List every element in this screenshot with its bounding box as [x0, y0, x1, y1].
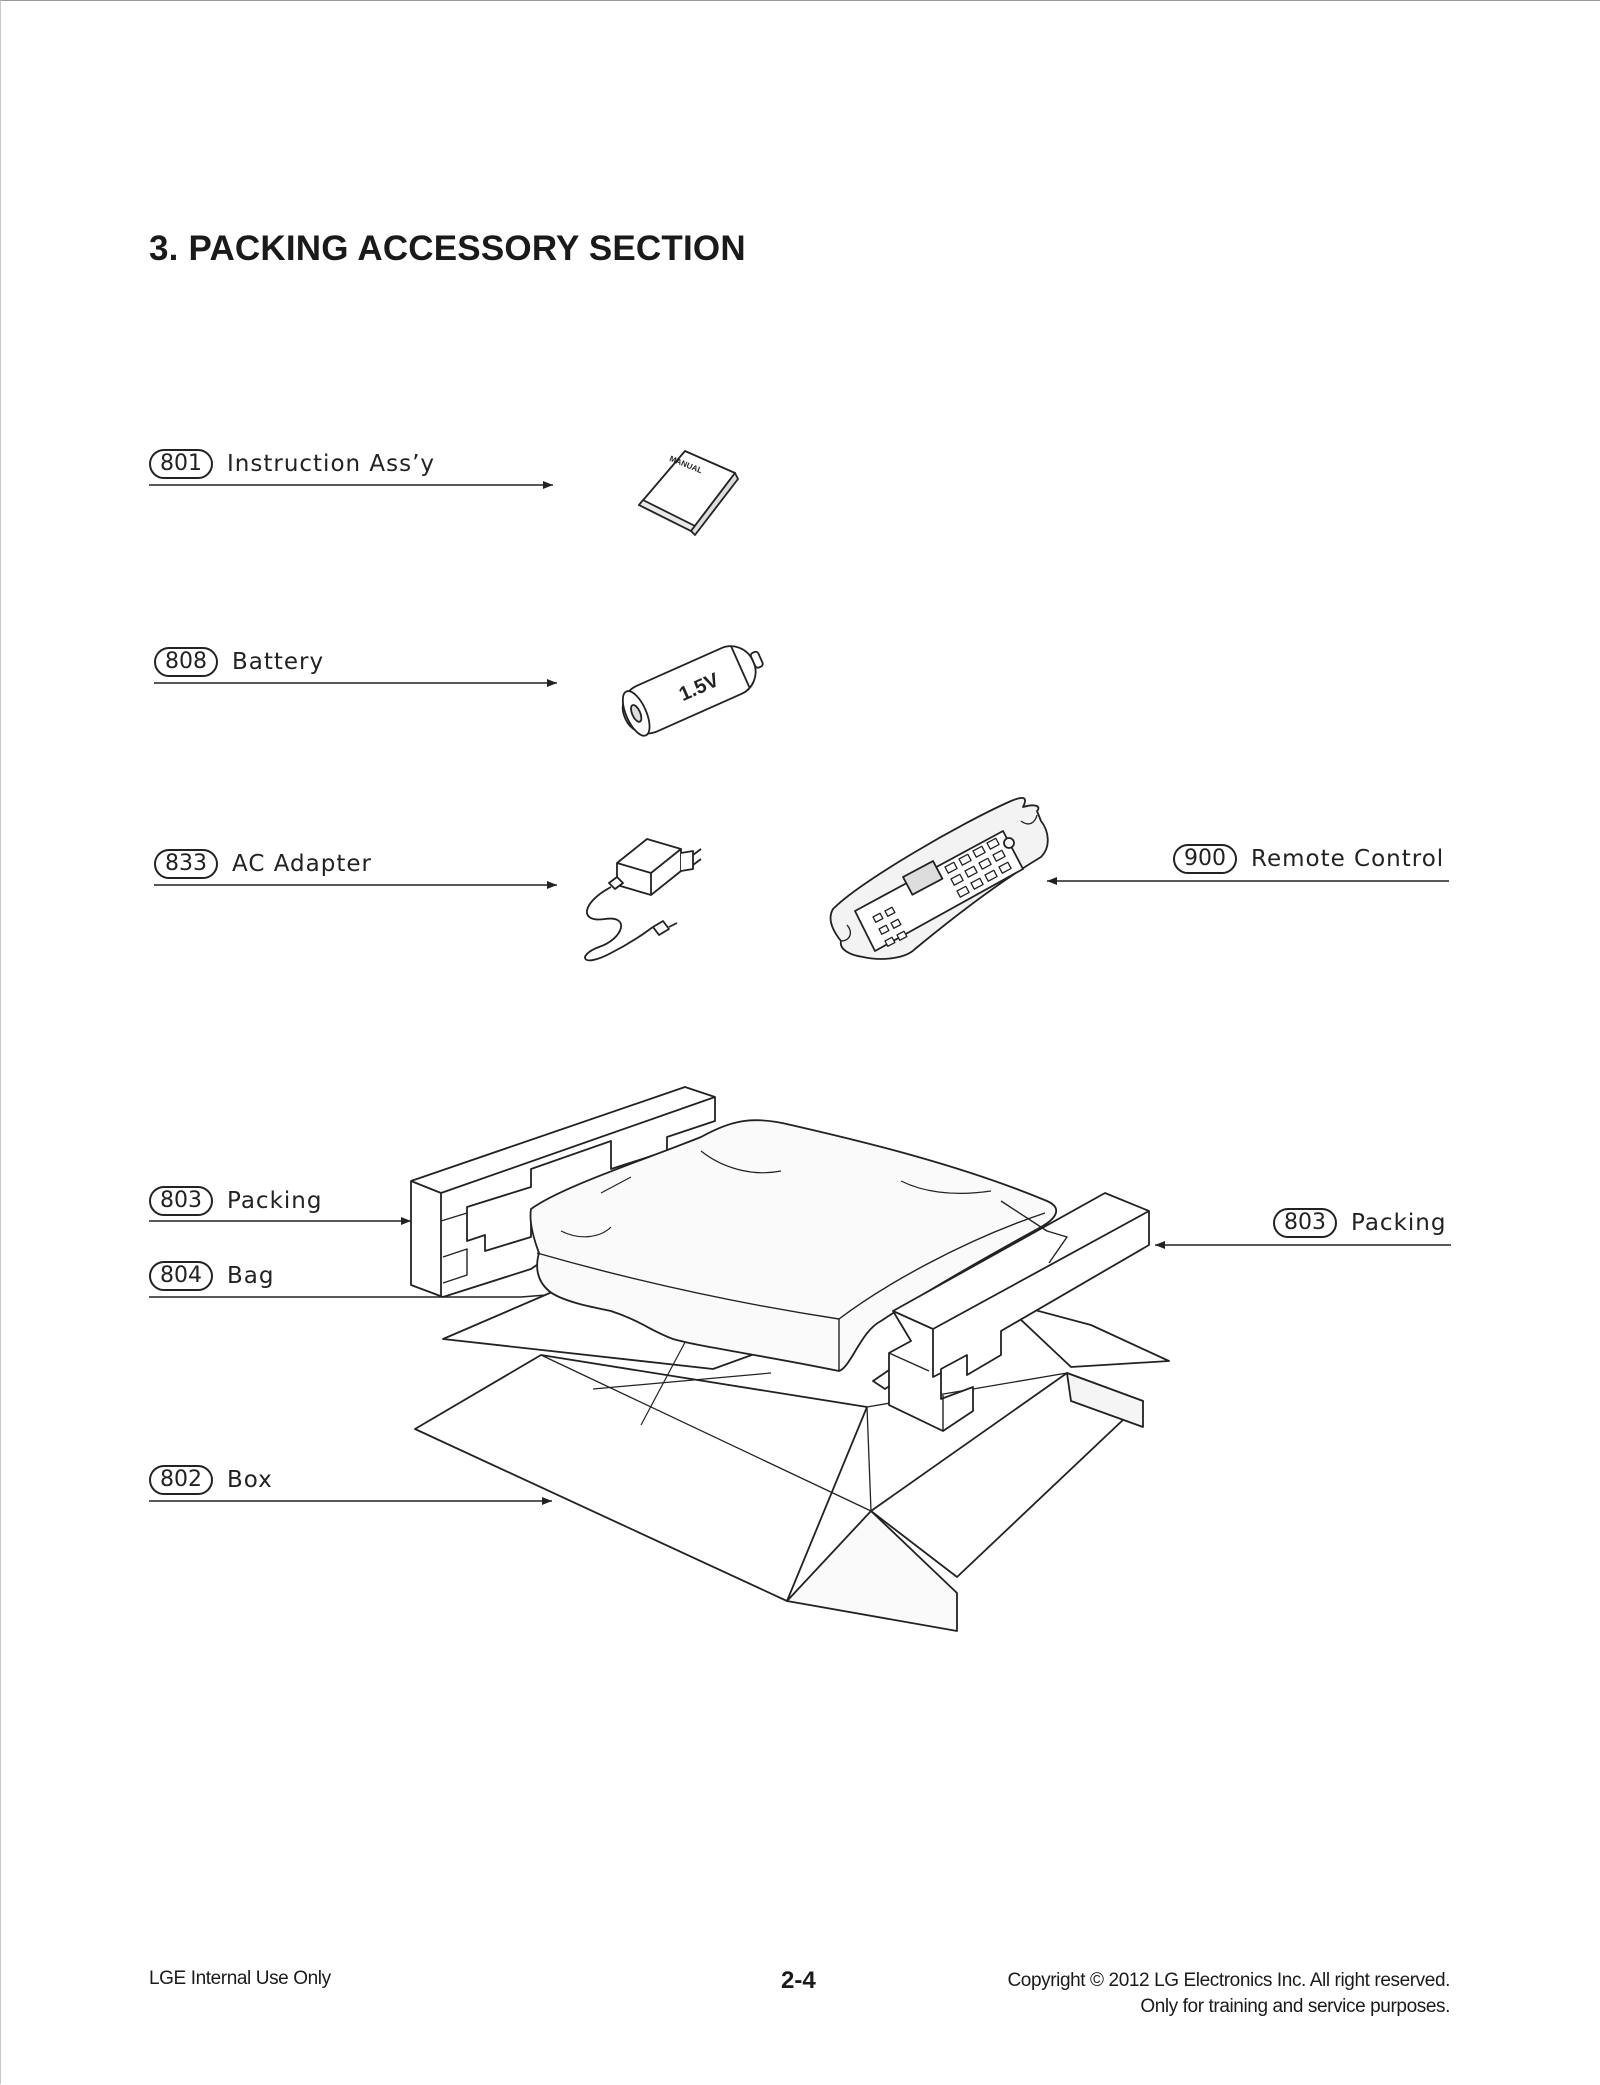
part-number-900: 900 — [1173, 844, 1237, 874]
part-number-802: 802 — [149, 1465, 213, 1495]
part-number-803-right: 803 — [1273, 1208, 1337, 1238]
battery-icon: 1.5V — [621, 645, 764, 737]
part-label-box: Box — [227, 1467, 273, 1493]
footer-page-number: 2-4 — [781, 1967, 816, 1994]
part-number-803-left: 803 — [149, 1186, 213, 1216]
part-label-instruction: Instruction Ass’y — [227, 451, 436, 477]
part-label-packing-left: Packing — [227, 1188, 323, 1214]
footer-copyright-line1: Copyright © 2012 LG Electronics Inc. All… — [1007, 1970, 1450, 1991]
part-label-packing-right: Packing — [1351, 1210, 1447, 1236]
part-label-battery: Battery — [232, 649, 325, 675]
part-number-804: 804 — [149, 1261, 213, 1291]
part-number-808: 808 — [154, 647, 218, 677]
footer-copyright: Copyright © 2012 LG Electronics Inc. All… — [1007, 1968, 1450, 2020]
ac-adapter-icon — [584, 838, 702, 962]
callout-833: 833 AC Adapter — [154, 844, 372, 884]
callout-804: 804 Bag — [149, 1256, 274, 1296]
callout-802: 802 Box — [149, 1460, 273, 1500]
part-number-801: 801 — [149, 449, 213, 479]
footer-copyright-line2: Only for training and service purposes. — [1140, 1996, 1450, 2017]
callout-808: 808 Battery — [154, 642, 324, 682]
part-label-remote-control: Remote Control — [1251, 846, 1445, 872]
part-label-bag: Bag — [227, 1263, 275, 1289]
remote-control-icon — [829, 797, 1049, 960]
packing-right-icon — [888, 1192, 1150, 1432]
callout-803-right: 803 Packing — [1273, 1203, 1446, 1243]
part-number-833: 833 — [154, 849, 218, 879]
part-label-ac-adapter: AC Adapter — [232, 851, 372, 877]
callout-900: 900 Remote Control — [1173, 839, 1444, 879]
callout-801: 801 Instruction Ass’y — [149, 444, 435, 484]
footer-internal-use: LGE Internal Use Only — [149, 1968, 331, 1989]
manual-icon: MANUAL — [638, 450, 739, 536]
callout-803-left: 803 Packing — [149, 1181, 322, 1221]
page-title: 3. PACKING ACCESSORY SECTION — [149, 229, 746, 268]
